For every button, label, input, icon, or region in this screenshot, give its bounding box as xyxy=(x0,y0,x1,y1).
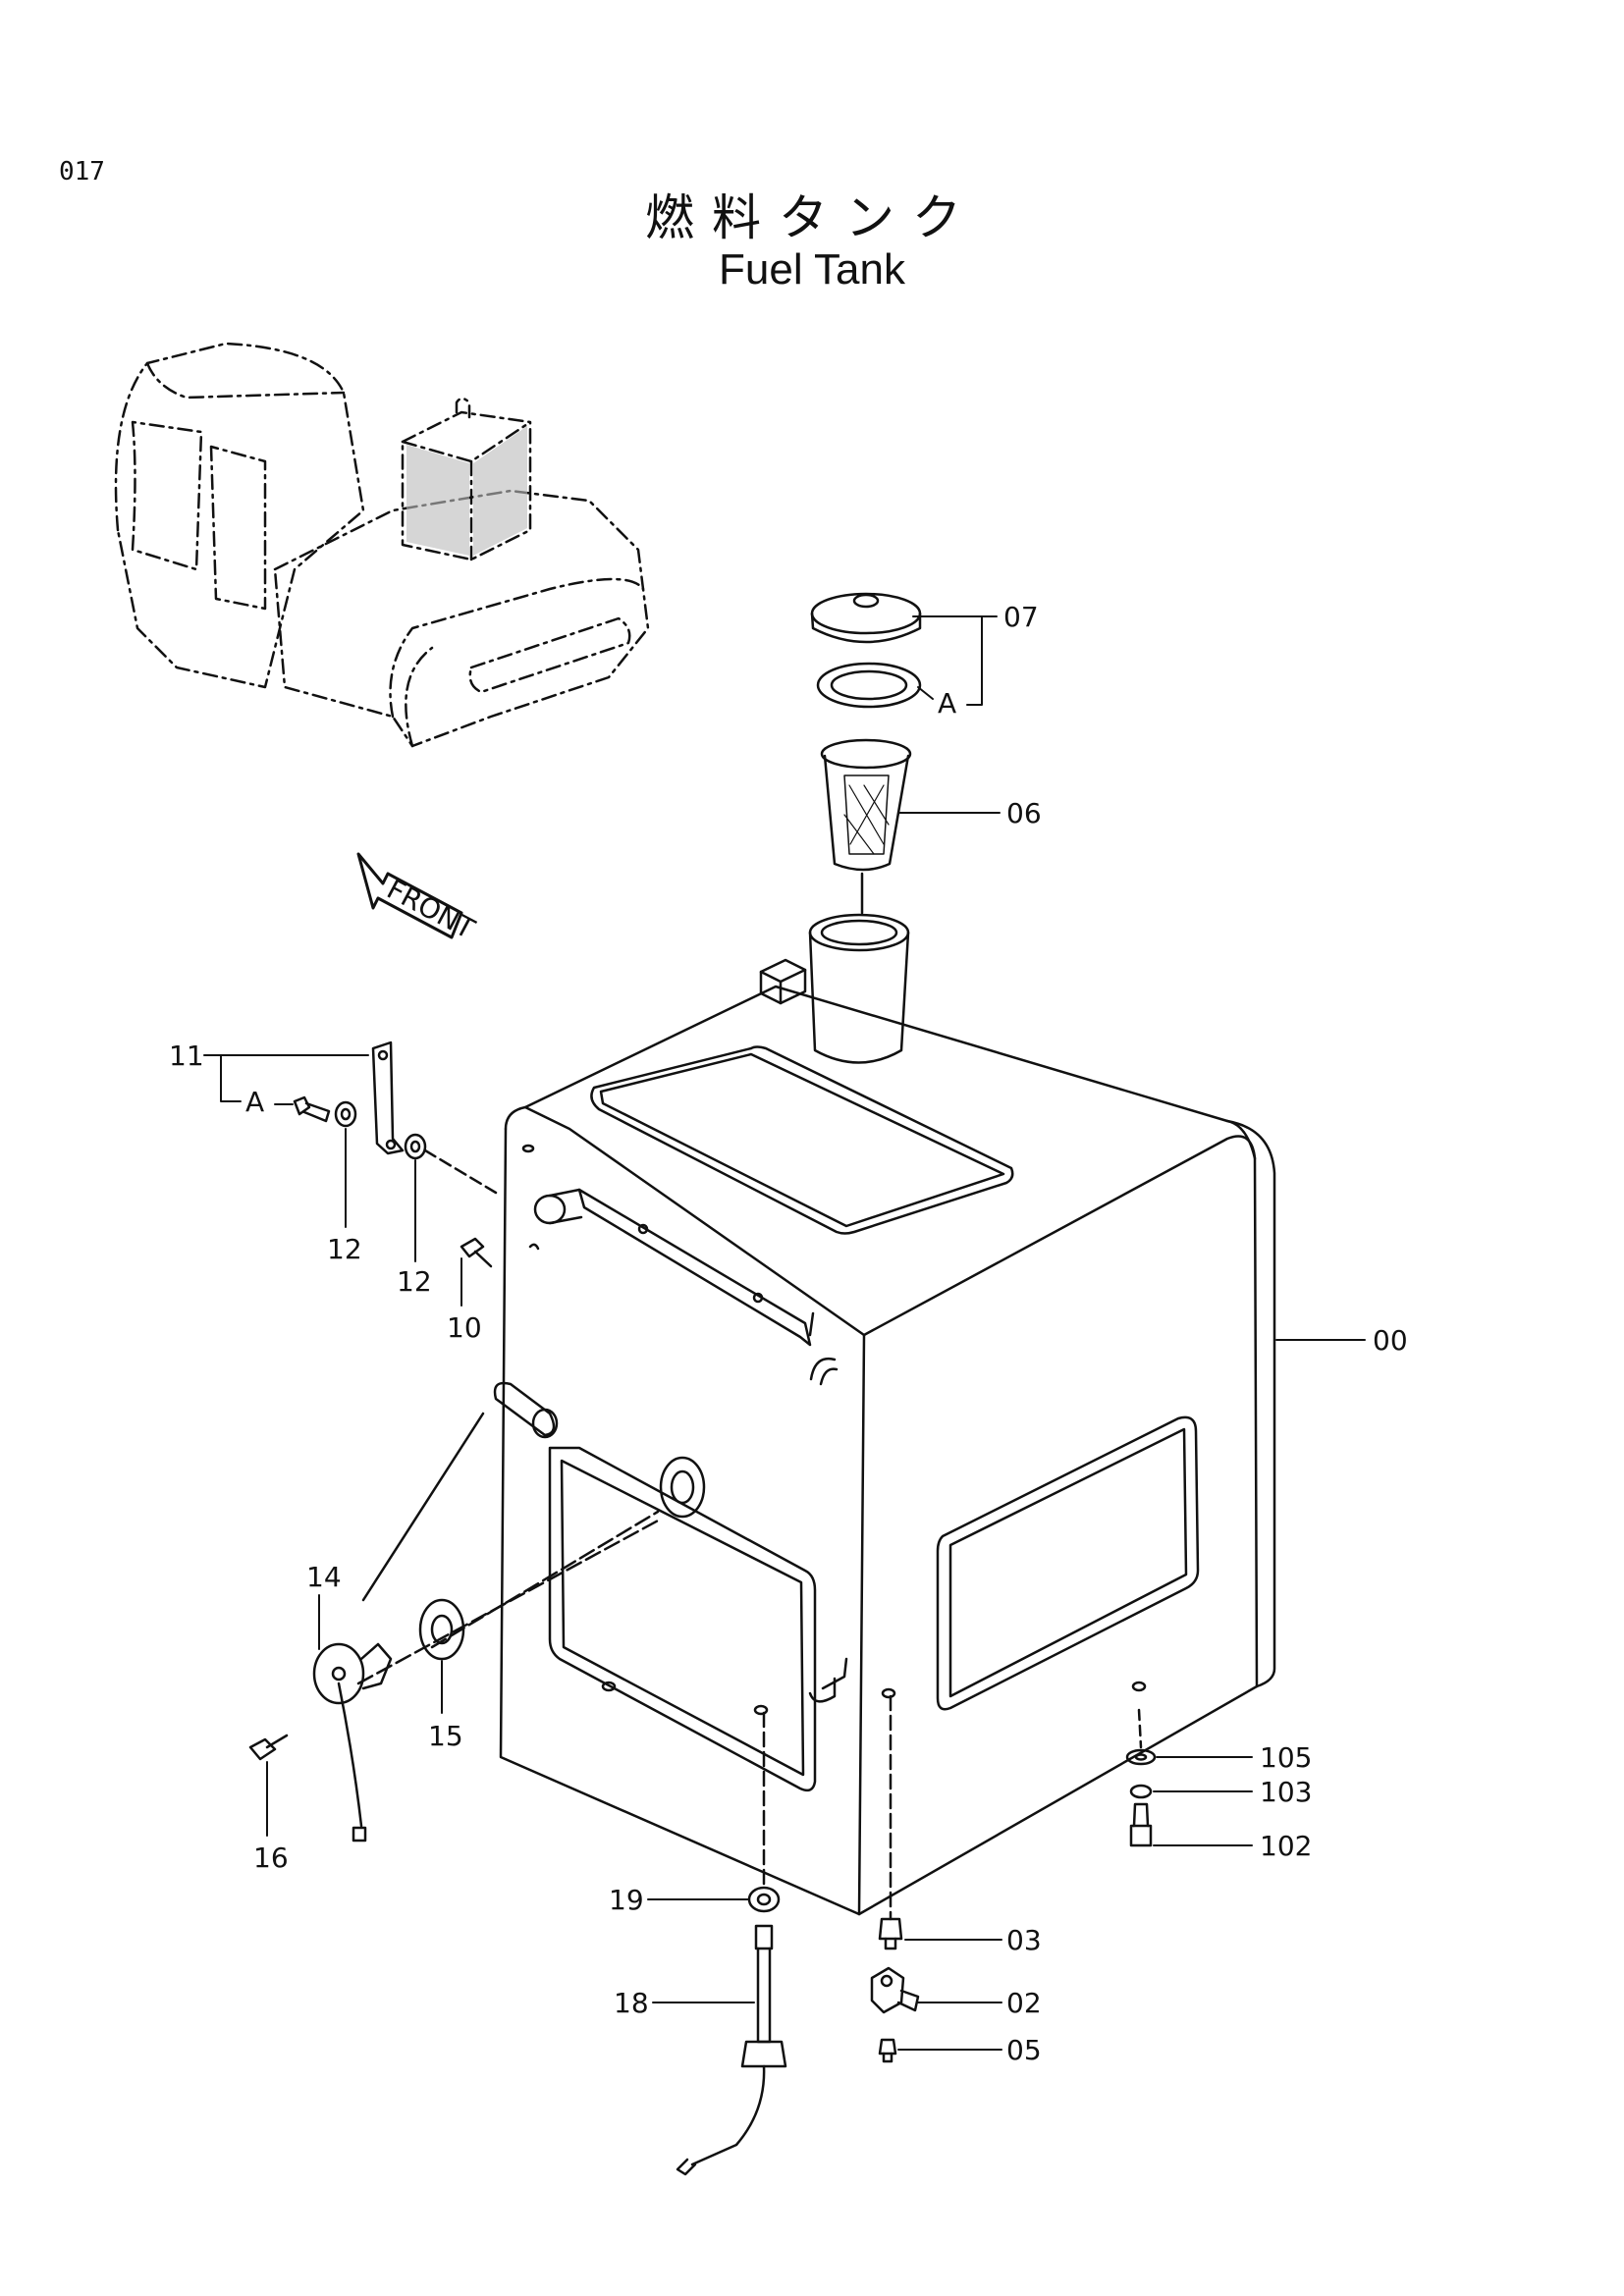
leader-lines xyxy=(203,615,1366,2051)
fuel-tank-body xyxy=(499,913,1276,1916)
washer-12a xyxy=(334,1100,357,1128)
callout-00: 00 xyxy=(1373,1324,1408,1357)
washer-12b xyxy=(404,1133,427,1160)
level-sensor-18 xyxy=(676,1924,787,2176)
bolt-16 xyxy=(248,1734,289,1761)
page-number: 017 xyxy=(59,157,105,187)
gauge-bar xyxy=(371,1041,405,1155)
plug-10 xyxy=(460,1188,583,1268)
callout-16: 16 xyxy=(253,1842,289,1874)
float xyxy=(361,1381,559,1602)
callout-102: 102 xyxy=(1260,1830,1312,1862)
washer-105 xyxy=(1125,1748,1157,1766)
bolt-102 xyxy=(1129,1708,1153,1847)
mount-ring xyxy=(659,1456,706,1519)
excavator-overview-illustration xyxy=(114,342,650,748)
callout-12-left: 12 xyxy=(327,1233,362,1265)
callout-15: 15 xyxy=(428,1720,463,1752)
callout-06: 06 xyxy=(1006,797,1042,829)
plug-05 xyxy=(878,2038,897,2063)
callout-105: 105 xyxy=(1260,1741,1312,1774)
gasket-15 xyxy=(418,1510,660,1661)
front-direction-arrow: FRONT xyxy=(356,852,480,946)
bolt-a xyxy=(293,1095,331,1123)
callout-10: 10 xyxy=(447,1311,482,1344)
callout-a-top: A xyxy=(938,687,956,720)
page-title-english: Fuel Tank xyxy=(719,245,905,294)
callout-19: 19 xyxy=(609,1884,644,1916)
sender-unit xyxy=(312,1642,393,1842)
page-title-japanese: 燃料タンク xyxy=(645,189,979,246)
callout-14: 14 xyxy=(306,1561,342,1593)
callout-02: 02 xyxy=(1006,1987,1042,2019)
callout-18: 18 xyxy=(614,1987,649,2019)
cap-seal-ring xyxy=(816,662,922,709)
tank-location-highlight xyxy=(406,426,527,556)
grommet-19 xyxy=(747,1886,781,1913)
callout-labels: 07 A 06 11 A 12 12 10 00 14 15 16 105 10… xyxy=(169,601,1408,2066)
filler-cap xyxy=(810,592,922,644)
fitting-03 xyxy=(878,1917,903,1950)
callout-03: 03 xyxy=(1006,1924,1042,1956)
callout-05: 05 xyxy=(1006,2034,1042,2066)
callout-a-left: A xyxy=(245,1086,264,1118)
callout-11: 11 xyxy=(169,1040,204,1072)
spring-washer-103 xyxy=(1129,1784,1153,1799)
callout-07: 07 xyxy=(1003,601,1039,633)
callout-103: 103 xyxy=(1260,1776,1312,1808)
strainer xyxy=(820,738,912,915)
drain-valve-02 xyxy=(870,1966,920,2014)
callout-12-right: 12 xyxy=(397,1265,432,1298)
